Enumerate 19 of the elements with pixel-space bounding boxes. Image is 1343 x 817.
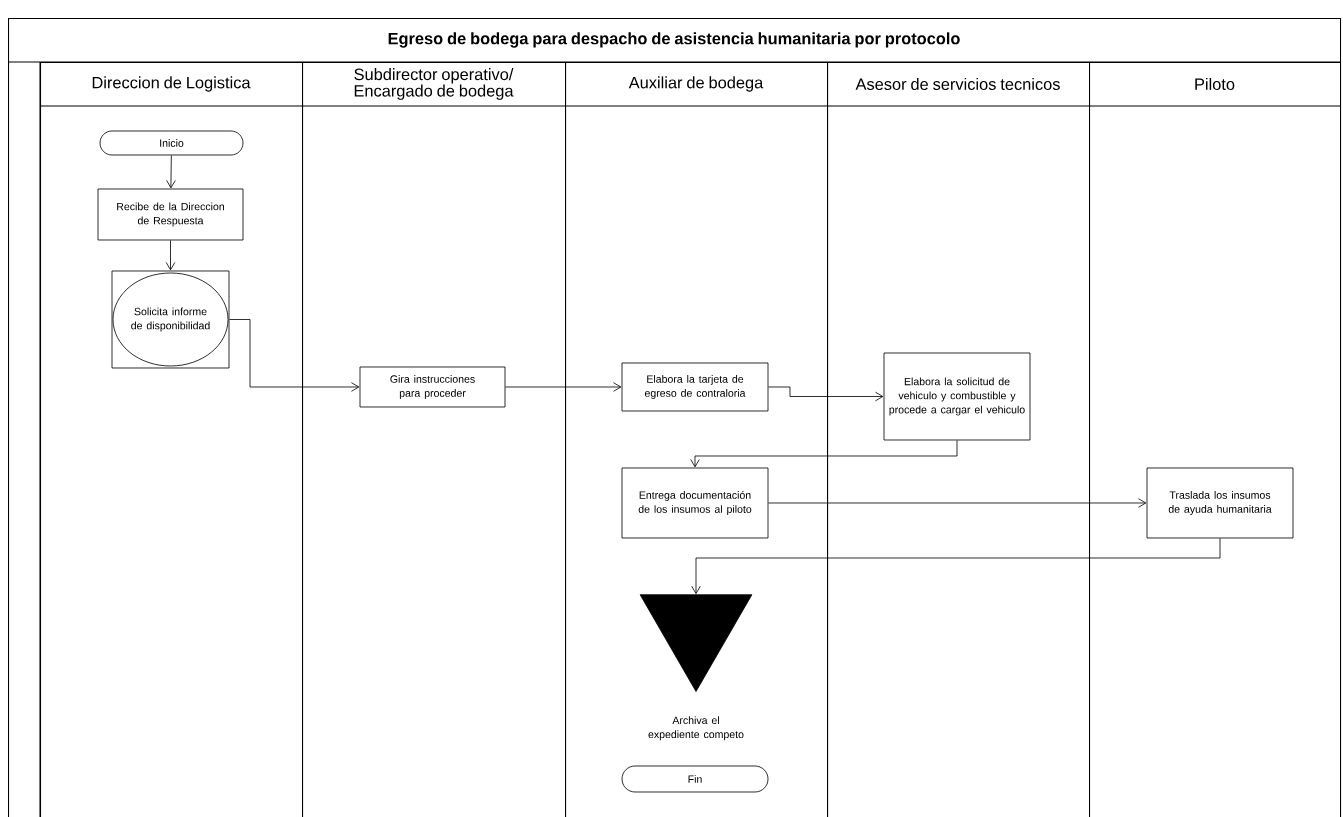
process-box: Recibe de la Direccion de Respuesta (97, 188, 244, 241)
arrow (768, 386, 884, 402)
arrow (691, 538, 1221, 594)
arrow (165, 240, 176, 271)
terminator: Inicio (99, 130, 244, 156)
arrow (768, 498, 1147, 508)
process-box: Solicita informe de disponibilidad (111, 270, 230, 369)
arrow (505, 382, 622, 392)
process-box: Gira instrucciones para proceder (359, 366, 506, 408)
process-box: Entrega documentación de los insumos al piloto (621, 467, 769, 539)
arrow (166, 155, 176, 189)
archive-triangle: Archiva el expediente competo (639, 594, 753, 741)
process-box: Elabora la solicitud de vehiculo y combustible y procede a cargar el vehiculo (883, 352, 1031, 441)
process-box: Traslada los insumos de ayuda humanitaria (1146, 467, 1294, 539)
terminator: Fin (621, 765, 769, 793)
arrow (690, 440, 958, 468)
node-label: Archiva el expediente competo (648, 716, 744, 741)
arrow (229, 319, 360, 392)
process-box: Elabora la tarjeta de egreso de contraloria (621, 362, 769, 412)
